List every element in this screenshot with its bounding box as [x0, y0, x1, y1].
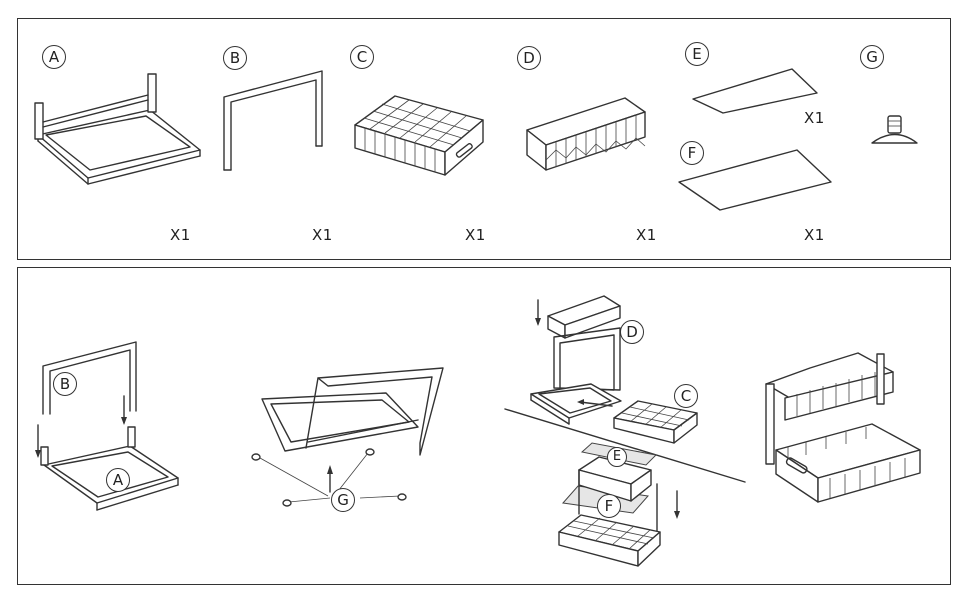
step1-label-b: B [53, 372, 77, 396]
parts-list-panel [17, 18, 951, 260]
part-d-long-basket-drawing [526, 97, 646, 171]
part-a-quantity: X1 [170, 226, 191, 244]
final-assembly-drawing [765, 352, 921, 503]
step3-label-d: D [620, 320, 644, 344]
part-f-large-sheet-drawing [678, 149, 832, 211]
part-c-grid-basket-drawing [354, 95, 484, 176]
part-g-suction-cup-drawing [871, 115, 918, 144]
step3-label-f: F [597, 494, 621, 518]
part-b-quantity: X1 [312, 226, 333, 244]
step1-label-a: A [106, 468, 130, 492]
part-c-label: C [350, 45, 374, 69]
step2-label-g: G [331, 488, 355, 512]
step3-label-e: E [607, 447, 627, 467]
part-b-u-frame-drawing [223, 70, 323, 171]
assembly-steps-panel [17, 267, 951, 585]
part-a-label: A [42, 45, 66, 69]
step2-drawing [251, 367, 444, 507]
step3-label-c: C [674, 384, 698, 408]
part-d-label: D [517, 46, 541, 70]
part-e-quantity: X1 [804, 109, 825, 127]
part-b-label: B [223, 46, 247, 70]
part-g-label: G [860, 45, 884, 69]
part-f-label: F [680, 141, 704, 165]
part-e-small-sheet-drawing [692, 68, 818, 114]
part-f-quantity: X1 [804, 226, 825, 244]
part-e-label: E [685, 42, 709, 66]
part-c-quantity: X1 [465, 226, 486, 244]
part-a-base-frame-drawing [34, 73, 201, 185]
part-d-quantity: X1 [636, 226, 657, 244]
